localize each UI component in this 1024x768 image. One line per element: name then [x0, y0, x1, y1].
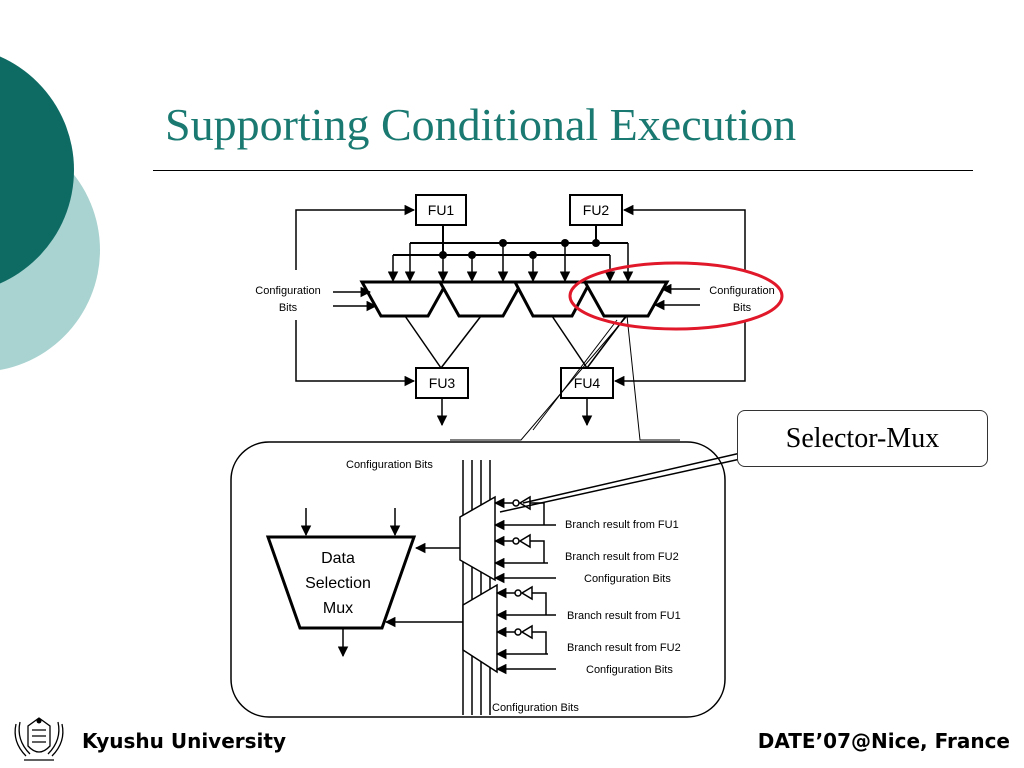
- lower-selector-mux: [462, 583, 498, 674]
- detail-config-top: Configuration Bits: [346, 459, 433, 471]
- fu1-label: FU1: [428, 202, 455, 218]
- config-right-line1: Configuration: [709, 285, 774, 297]
- fu1-box: [415, 194, 467, 226]
- data-mux-line3: Mux: [323, 600, 353, 617]
- selector-mux-callout: Selector-Mux: [737, 410, 988, 467]
- config-right-line2: Bits: [733, 302, 752, 314]
- fu3-label: FU3: [429, 375, 456, 391]
- upper-branch1-label: Branch result from FU1: [565, 519, 679, 531]
- fu2-feedback-line: [622, 204, 746, 270]
- lower-branch1-label: Branch result from FU1: [567, 610, 681, 622]
- dark-teal-circle: [0, 56, 74, 284]
- upper-config-label: Configuration Bits: [584, 573, 671, 585]
- fu3-input-line: [295, 320, 416, 387]
- upper-branch2-label: Branch result from FU2: [565, 551, 679, 563]
- slide-title: Supporting Conditional Execution: [165, 99, 797, 150]
- lower-config-label: Configuration Bits: [586, 664, 673, 676]
- fu3-box: [415, 367, 469, 399]
- fu1-feedback-line: [295, 204, 416, 270]
- fu4-label: FU4: [574, 375, 601, 391]
- lower-branch2-label: Branch result from FU2: [567, 642, 681, 654]
- data-mux-line2: Selection: [305, 575, 371, 592]
- mux-2: [437, 280, 525, 318]
- footer-right: DATE’07@Nice, France: [757, 729, 1010, 753]
- fu4-input-line: [613, 320, 746, 387]
- title-underline: [153, 170, 973, 171]
- detail-box: [230, 441, 726, 718]
- config-left-line1: Configuration: [255, 285, 320, 297]
- fu2-label: FU2: [583, 202, 610, 218]
- footer-left: Kyushu University: [82, 729, 286, 753]
- data-selection-mux: [265, 535, 417, 630]
- detail-config-bottom: Configuration Bits: [492, 702, 579, 714]
- selector-mux-label: Selector-Mux: [785, 422, 940, 454]
- fu2-box: [569, 194, 623, 226]
- university-emblem-icon: [14, 717, 64, 761]
- data-mux-line1: Data: [321, 550, 355, 567]
- mux-1: [359, 280, 450, 318]
- decorative-circles: [0, 56, 100, 370]
- mux-4: [582, 280, 670, 318]
- config-left-line2: Bits: [279, 302, 298, 314]
- selector-highlight-ellipse: [568, 261, 784, 331]
- upper-selector-mux: [459, 495, 496, 582]
